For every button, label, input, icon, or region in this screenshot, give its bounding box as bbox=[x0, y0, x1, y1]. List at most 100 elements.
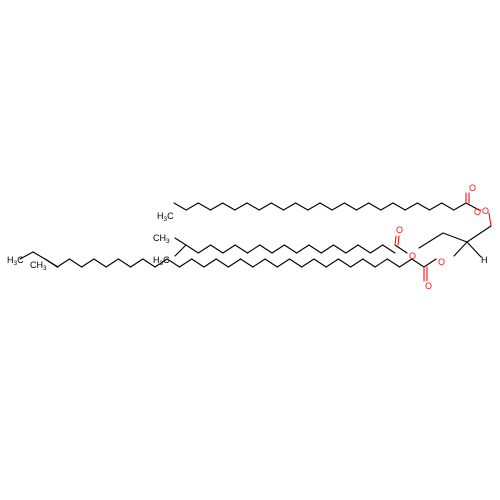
bond-ester-top-o bbox=[488, 212, 492, 227]
bond-chain-top bbox=[319, 202, 333, 211]
bond-glycerol-mid bbox=[442, 232, 468, 243]
bond-chain-bottom bbox=[178, 258, 193, 268]
svg-text:CH3: CH3 bbox=[153, 233, 170, 245]
svg-text:H3C: H3C bbox=[157, 211, 174, 223]
bond-carbonyl-mid bbox=[397, 235, 400, 246]
bond-chain-bottom bbox=[276, 258, 291, 268]
methyl-top-label: H3C bbox=[157, 211, 174, 223]
bond-chain-bottom bbox=[386, 258, 401, 268]
bond-chain-bottom bbox=[411, 258, 425, 268]
bond-chain-bottom bbox=[130, 258, 144, 268]
svg-text:H3C: H3C bbox=[7, 255, 24, 267]
methyl-bottom-a-label: H3C bbox=[7, 255, 24, 267]
bond-chain-bottom bbox=[313, 258, 327, 268]
label-layer: O O O O O O O O H H3C CH3 H3C H3C CH3 bbox=[7, 183, 489, 291]
bond-chain-top bbox=[355, 202, 370, 211]
bond-chain-top bbox=[404, 202, 418, 211]
bond-chain-mid bbox=[320, 244, 335, 254]
bond-chain-bottom bbox=[44, 258, 58, 268]
bond-chain-bottom bbox=[117, 258, 132, 268]
bond-chain-top bbox=[246, 202, 260, 211]
bond-chain-bottom bbox=[325, 258, 339, 268]
methyl-mid-a-label: CH3 bbox=[153, 233, 170, 245]
bond-layer bbox=[19, 192, 492, 282]
bond-chain-top bbox=[441, 202, 455, 211]
bond-chain-bottom bbox=[398, 258, 413, 268]
bond-chain-top bbox=[307, 202, 321, 211]
bond-chain-mid bbox=[222, 244, 236, 254]
bond-chain-bottom bbox=[166, 258, 181, 268]
bond-chain-mid bbox=[345, 244, 359, 254]
methyl-mid-b-label: H3C bbox=[153, 255, 170, 267]
bond-glycerol-top bbox=[466, 225, 492, 243]
bond-chain-bottom bbox=[301, 258, 315, 268]
bond-chain-mid bbox=[271, 244, 285, 254]
bond-chain-bottom bbox=[32, 251, 46, 260]
bond-branch-mid bbox=[174, 237, 187, 246]
bond-chain-top bbox=[392, 202, 406, 211]
oxygen-carbonyl-top: O bbox=[474, 207, 481, 217]
bond-chain-bottom bbox=[240, 258, 254, 268]
bond-chain-mid bbox=[394, 244, 408, 254]
bond-chain-bottom bbox=[264, 258, 278, 268]
bond-chain-bottom bbox=[19, 251, 34, 260]
bond-chain-bottom bbox=[374, 258, 388, 268]
oxygen-ester-bottom-label: O bbox=[438, 257, 445, 267]
bond-chain-bottom bbox=[288, 258, 303, 268]
bond-chain-bottom bbox=[350, 258, 364, 268]
bond-chain-mid bbox=[234, 244, 249, 254]
bond-chain-bottom bbox=[56, 258, 71, 268]
bond-glycerol-o-bottom bbox=[453, 241, 468, 257]
bond-chain-bottom bbox=[203, 258, 217, 268]
bond-chain-top bbox=[209, 202, 224, 211]
bond-glycerol-low bbox=[418, 232, 444, 249]
bond-branch-mid bbox=[174, 244, 187, 257]
bond-chain-mid bbox=[369, 244, 384, 254]
bond-chain-mid bbox=[308, 244, 322, 254]
bond-chain-top bbox=[270, 202, 285, 211]
bond-chain-mid bbox=[332, 244, 347, 254]
bond-chain-top bbox=[258, 202, 272, 211]
oxygen-carbonyl-bottom-label: O bbox=[425, 281, 432, 291]
bond-chain-mid bbox=[283, 244, 298, 254]
bond-chain-top bbox=[368, 202, 382, 211]
bond-chain-mid bbox=[210, 244, 224, 254]
oxygen-carbonyl-top-label: O bbox=[469, 183, 476, 193]
oxygen-ester-top-label: O bbox=[482, 206, 489, 216]
methyl-bottom-b-label: CH3 bbox=[30, 260, 47, 272]
bond-chain-top bbox=[282, 202, 297, 211]
bond-chain-top bbox=[428, 202, 443, 211]
svg-text:H3C: H3C bbox=[153, 255, 170, 267]
bond-chain-mid bbox=[185, 244, 199, 254]
bond-chain-bottom bbox=[68, 258, 83, 268]
bond-stereo-h bbox=[466, 241, 482, 258]
bond-chain-bottom bbox=[191, 258, 205, 268]
bond-carbonyl-mid bbox=[394, 235, 397, 246]
bond-chain-bottom bbox=[154, 258, 168, 268]
bond-chain-top bbox=[343, 202, 358, 211]
bond-chain-top bbox=[173, 202, 187, 211]
oxygen-carbonyl-mid-label: O bbox=[396, 225, 403, 235]
bond-chain-bottom bbox=[142, 258, 156, 268]
bond-chain-bottom bbox=[215, 258, 229, 268]
bond-chain-bottom bbox=[252, 258, 266, 268]
bond-chain-top bbox=[222, 202, 236, 211]
bond-chain-top bbox=[295, 202, 309, 211]
svg-text:CH3: CH3 bbox=[30, 260, 47, 272]
bond-chain-bottom bbox=[337, 258, 352, 268]
bond-chain-top bbox=[453, 202, 467, 211]
bond-chain-bottom bbox=[227, 258, 242, 268]
bond-chain-top bbox=[331, 202, 345, 211]
bond-chain-mid bbox=[382, 244, 396, 254]
bond-chain-bottom bbox=[423, 258, 437, 268]
stereo-hydrogen-label: H bbox=[481, 255, 488, 265]
bond-chain-bottom bbox=[81, 258, 95, 268]
bond-chain-bottom bbox=[105, 258, 119, 268]
bond-chain-top bbox=[416, 202, 431, 211]
bond-chain-top bbox=[197, 202, 212, 211]
bond-chain-top bbox=[185, 202, 199, 211]
bond-chain-bottom bbox=[362, 258, 376, 268]
bond-chain-bottom bbox=[93, 258, 107, 268]
